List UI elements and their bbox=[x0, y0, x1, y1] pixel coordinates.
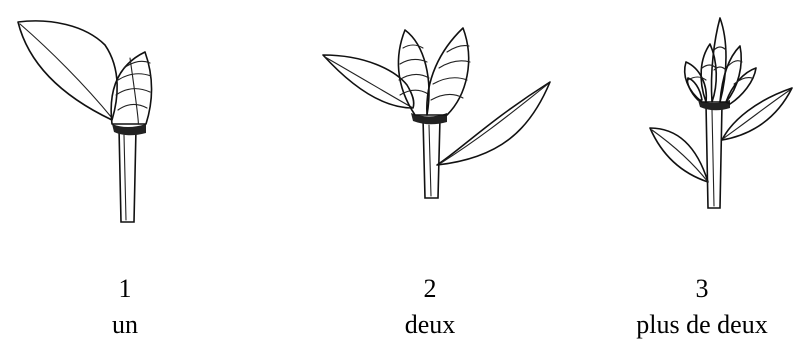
figure-2: 2 deux bbox=[295, 0, 565, 343]
single-bud-drawing bbox=[0, 0, 250, 240]
figure-1-number: 1 bbox=[0, 276, 250, 302]
several-buds-drawing bbox=[602, 0, 802, 240]
figure-2-label: deux bbox=[295, 312, 565, 338]
figure-3: 3 plus de deux bbox=[602, 0, 802, 343]
figure-1: 1 un bbox=[0, 0, 250, 343]
figure-3-label: plus de deux bbox=[602, 312, 802, 338]
figure-3-number: 3 bbox=[602, 276, 802, 302]
figure-2-number: 2 bbox=[295, 276, 565, 302]
figure-1-label: un bbox=[0, 312, 250, 338]
two-buds-drawing bbox=[295, 0, 565, 240]
